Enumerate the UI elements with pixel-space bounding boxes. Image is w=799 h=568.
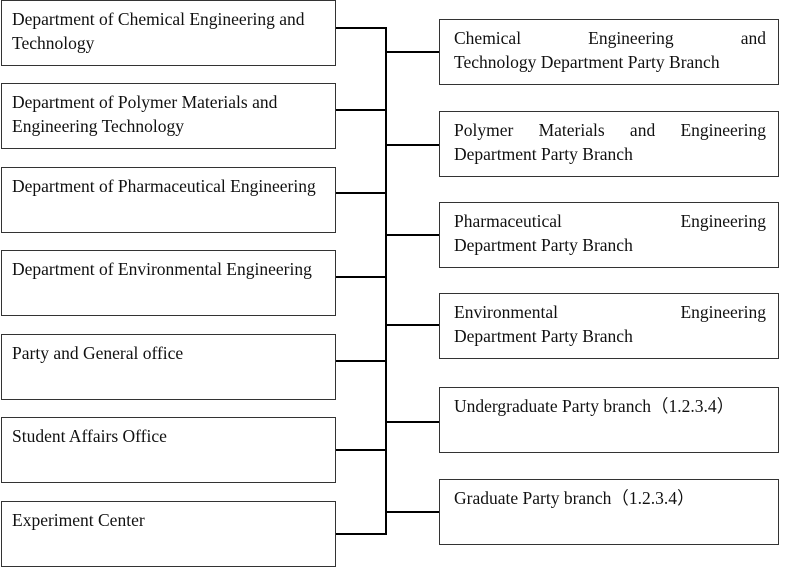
- branch-label-line2: Technology Department Party Branch: [454, 52, 720, 72]
- department-label: Party and General office: [12, 343, 184, 363]
- branch-label-line2: Department Party Branch: [454, 144, 633, 164]
- department-box: Department of Polymer Materials and Engi…: [1, 83, 336, 149]
- department-label: Student Affairs Office: [12, 426, 167, 446]
- branch-label-line2: Department Party Branch: [454, 235, 633, 255]
- branch-label-line1: Chemical Engineering and: [454, 28, 766, 48]
- department-label: Department of Chemical Engineering and T…: [12, 9, 305, 53]
- branch-label-line1: Undergraduate Party branch（1.2.3.4）: [454, 396, 735, 416]
- department-label: Department of Polymer Materials and Engi…: [12, 92, 278, 136]
- branch-label-line1: Polymer Materials and Engineering: [454, 120, 766, 140]
- branch-label-line1: Pharmaceutical Engineering: [454, 211, 766, 231]
- department-label: Department of Environmental Engineering: [12, 259, 312, 279]
- department-label: Department of Pharmaceutical Engineering: [12, 176, 316, 196]
- department-box: Department of Environmental Engineering: [1, 250, 336, 316]
- branch-label-line1: Graduate Party branch（1.2.3.4）: [454, 488, 695, 508]
- department-box: Student Affairs Office: [1, 417, 336, 483]
- department-label: Experiment Center: [12, 510, 145, 530]
- department-box: Experiment Center: [1, 501, 336, 567]
- department-box: Party and General office: [1, 334, 336, 400]
- department-box: Department of Chemical Engineering and T…: [1, 0, 336, 66]
- department-box: Department of Pharmaceutical Engineering: [1, 167, 336, 233]
- branch-label-line2: Department Party Branch: [454, 326, 633, 346]
- party-branch-box: Undergraduate Party branch（1.2.3.4）: [439, 387, 779, 453]
- branch-label-line1: Environmental Engineering: [454, 302, 766, 322]
- party-branch-box: Graduate Party branch（1.2.3.4）: [439, 479, 779, 545]
